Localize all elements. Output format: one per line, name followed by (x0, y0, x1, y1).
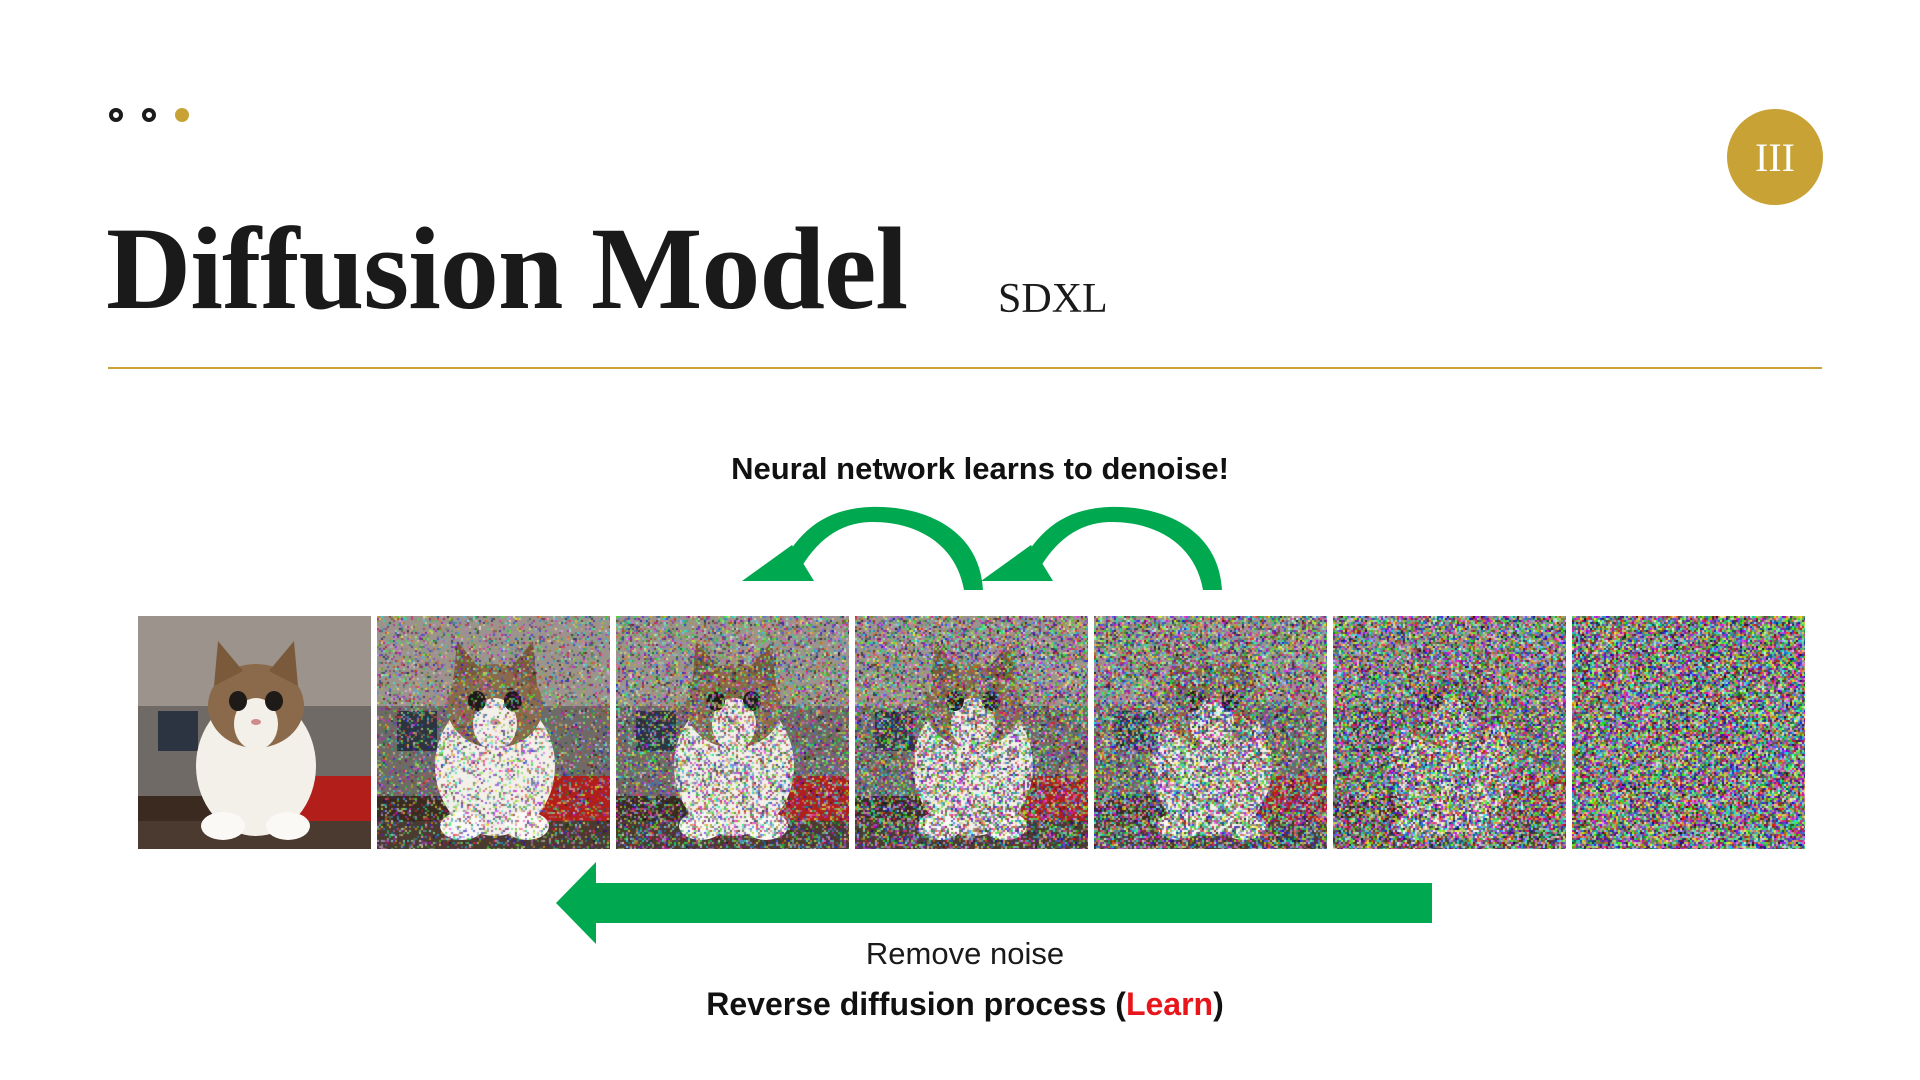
learn-highlight: Learn (1125, 986, 1214, 1022)
section-badge: III (1727, 109, 1823, 205)
title-divider (108, 367, 1822, 369)
curved-arrow-1 (742, 506, 983, 590)
slide-title: Diffusion Model (106, 203, 908, 334)
dot-outline-1 (109, 108, 123, 122)
bottom-caption-suffix: ) (1213, 986, 1224, 1022)
denoise-curved-arrows (742, 506, 1222, 590)
image-strip (138, 616, 1805, 849)
diffusion-step-image-7 (1572, 616, 1805, 849)
diffusion-step-image-1 (138, 616, 371, 849)
diffusion-step-image-4 (855, 616, 1088, 849)
slide-subtitle: SDXL (998, 276, 1108, 322)
remove-noise-arrow (556, 862, 1432, 944)
diffusion-step-image-2 (377, 616, 610, 849)
bottom-caption: Reverse diffusion process (Learn) (0, 986, 1920, 1023)
window-dots (109, 108, 189, 122)
remove-noise-label: Remove noise (865, 936, 1065, 971)
curved-arrow-2 (981, 506, 1222, 590)
top-caption: Neural network learns to denoise! (731, 451, 1229, 486)
diffusion-step-image-5 (1094, 616, 1327, 849)
diffusion-step-image-3 (616, 616, 849, 849)
bottom-caption-prefix: Reverse diffusion process ( (706, 986, 1126, 1022)
dot-outline-2 (142, 108, 156, 122)
diffusion-step-image-6 (1333, 616, 1566, 849)
dot-filled (175, 108, 189, 122)
